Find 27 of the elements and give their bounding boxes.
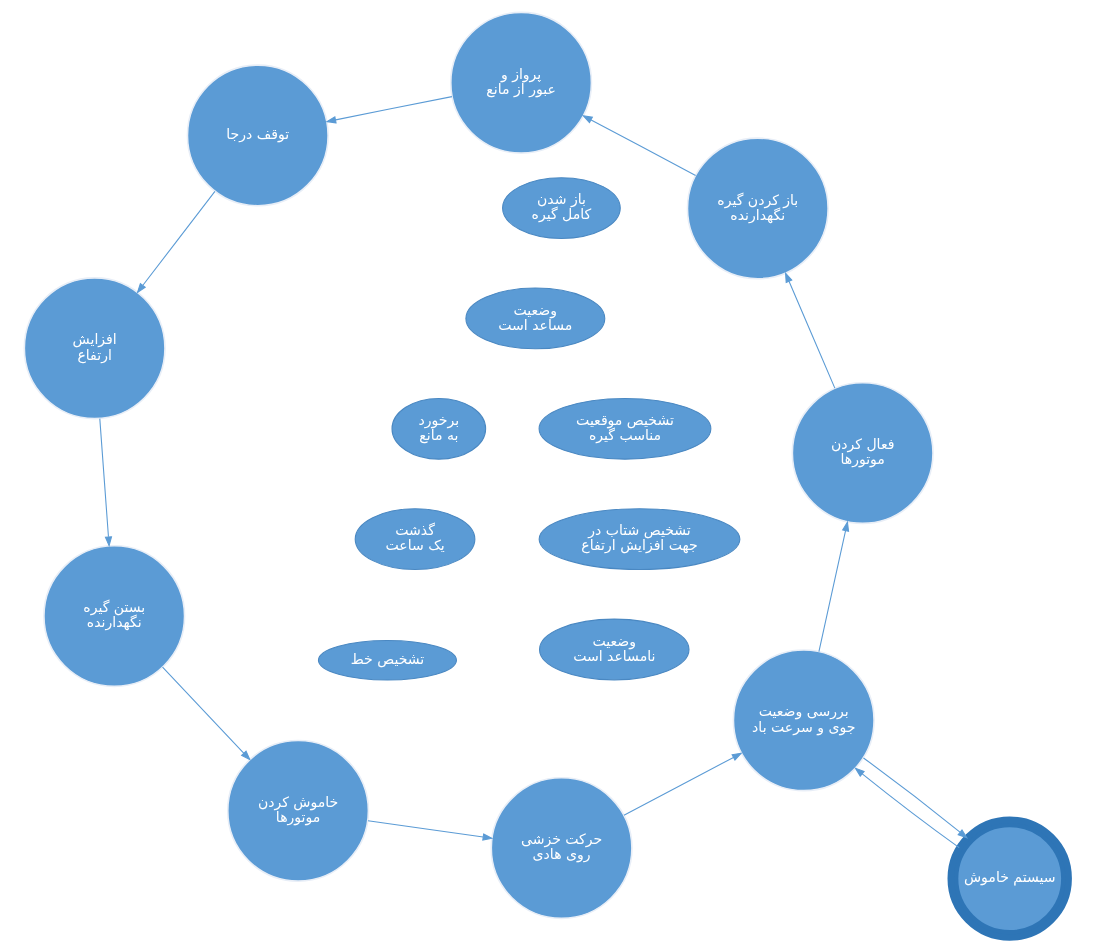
- node-ellipse: وضعیت نامساعد است: [539, 618, 690, 681]
- arrow: [99, 418, 113, 548]
- arrow: [581, 115, 697, 176]
- node-circle: توقف درجا: [186, 64, 329, 207]
- node-ellipse: تشخیص خط: [317, 639, 457, 681]
- arrow: [325, 96, 453, 124]
- node-circle: باز کردن گیره نگهدارنده: [686, 137, 829, 280]
- arrow: [818, 520, 850, 653]
- node-circle: بستن گیره نگهدارنده: [43, 544, 186, 688]
- node-ellipse: وضعیت مساعد است: [465, 287, 606, 350]
- node-ellipse: باز شدن کامل گیره: [502, 177, 621, 239]
- arrow: [854, 767, 960, 849]
- node-circle: حرکت خزشی روی هادی: [490, 776, 633, 920]
- node-circle: افزایش ارتفاع: [23, 277, 166, 420]
- arrow: [862, 757, 969, 839]
- arrow: [136, 190, 216, 294]
- node-ellipse: گذشت یک ساعت: [354, 508, 476, 571]
- node-circle: فعال کردن موتورها: [791, 381, 934, 525]
- arrow: [162, 666, 251, 761]
- arrow: [623, 752, 743, 816]
- node-circle: خاموش کردن موتورها: [226, 739, 370, 882]
- node-ellipse: تشخیص شتاب در جهت افزایش ارتفاع: [538, 508, 741, 571]
- node-circle: سیستم خاموش: [947, 816, 1072, 941]
- arrow: [784, 271, 836, 389]
- node-ellipse: برخورد به مانع: [391, 397, 487, 460]
- arrow: [367, 820, 494, 841]
- node-ellipse: تشخیص موقعیت مناسب گیره: [538, 397, 712, 460]
